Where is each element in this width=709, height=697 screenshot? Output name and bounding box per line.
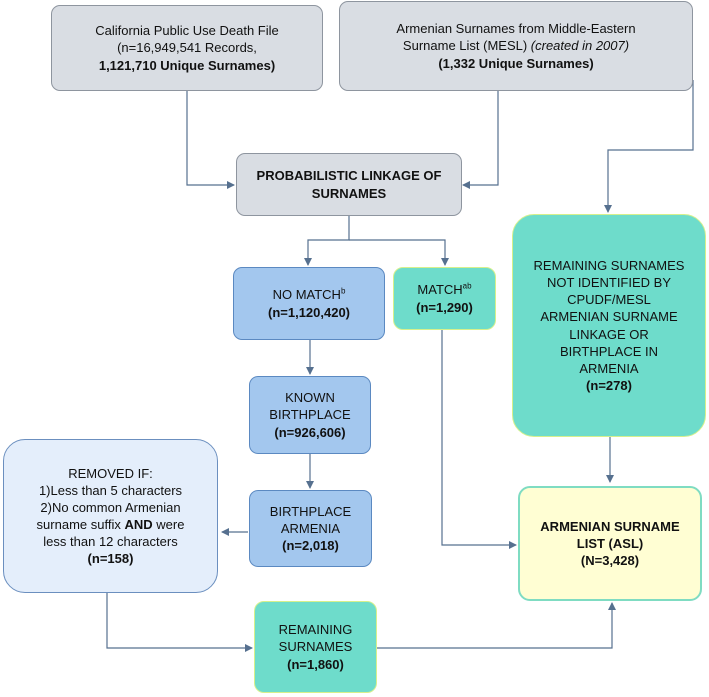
match-box: MATCHab (n=1,290) — [393, 267, 496, 330]
linkage-line2: SURNAMES — [311, 185, 387, 201]
arrow-linkage-to-match — [349, 239, 449, 266]
arrow-match-to-asl — [441, 330, 517, 549]
remaining-unidentified-line6: BIRTHPLACE IN — [559, 343, 658, 359]
remaining-surnames-line2: SURNAMES — [278, 639, 353, 655]
removed-count: (n=158) — [87, 551, 134, 567]
cpudf-line3: 1,121,710 Unique Surnames) — [98, 57, 276, 73]
removed-rule2-end: less than 12 characters — [43, 534, 178, 550]
match-label: MATCHab — [417, 281, 471, 298]
cpudf-line2: (n=16,949,541 Records, — [117, 40, 257, 56]
birthplace-armenia-count: (n=2,018) — [282, 538, 339, 554]
remaining-unidentified-line5: LINKAGE OR — [569, 326, 649, 342]
no-match-footnote: b — [340, 287, 346, 297]
removed-and-text: AND — [124, 517, 153, 532]
known-birthplace-box: KNOWN BIRTHPLACE (n=926,606) — [249, 376, 371, 454]
arrow-linkage-to-nomatch — [304, 216, 350, 266]
known-birthplace-line2: BIRTHPLACE — [269, 407, 351, 423]
mesl-created-note: (created in 2007) — [530, 38, 630, 54]
remaining-surnames-line1: REMAINING — [278, 622, 353, 638]
remaining-unidentified-line2: NOT IDENTIFIED BY — [547, 275, 671, 291]
removed-suffix-text: surname suffix — [36, 517, 125, 532]
remaining-surnames-box: REMAINING SURNAMES (n=1,860) — [254, 601, 377, 693]
mesl-line2-text: Surname List (MESL) — [402, 38, 531, 54]
no-match-box: NO MATCHb (n=1,120,420) — [233, 267, 385, 340]
asl-box: ARMENIAN SURNAME LIST (ASL) (N=3,428) — [518, 486, 702, 601]
known-birthplace-line1: KNOWN — [285, 390, 335, 406]
asl-line1: ARMENIAN SURNAME — [540, 518, 680, 534]
removed-rule2-cont: surname suffix AND were — [37, 516, 185, 533]
removed-rule1: 1)Less than 5 characters — [38, 482, 183, 498]
birthplace-armenia-line1: BIRTHPLACE — [269, 503, 352, 519]
asl-line2: LIST (ASL) — [576, 535, 644, 551]
remaining-unidentified-line7: ARMENIA — [579, 360, 639, 376]
removed-rule2: 2)No common Armenian — [40, 499, 181, 515]
remaining-unidentified-line4: ARMENIAN SURNAME — [540, 309, 678, 325]
arrow-removed-to-remaining — [106, 593, 253, 652]
removed-title: REMOVED IF: — [68, 465, 153, 481]
cpudf-box: California Public Use Death File (n=16,9… — [51, 5, 323, 91]
arrow-mesl-to-linkage — [462, 91, 499, 189]
remaining-unidentified-box: REMAINING SURNAMES NOT IDENTIFIED BY CPU… — [512, 214, 706, 437]
match-footnote: ab — [462, 282, 472, 292]
removed-were-text: were — [152, 517, 185, 532]
linkage-line1: PROBABILISTIC LINKAGE OF — [256, 168, 442, 184]
birthplace-armenia-box: BIRTHPLACE ARMENIA (n=2,018) — [249, 490, 372, 567]
arrow-cpudf-to-linkage — [186, 91, 235, 189]
mesl-line3: (1,332 Unique Surnames) — [438, 55, 594, 71]
removed-box: REMOVED IF: 1)Less than 5 characters 2)N… — [3, 439, 218, 593]
remaining-unidentified-line1: REMAINING SURNAMES — [533, 257, 685, 273]
mesl-line1: Armenian Surnames from Middle-Eastern — [396, 21, 636, 37]
remaining-unidentified-count: (n=278) — [586, 377, 632, 393]
no-match-text: NO MATCH — [272, 287, 341, 303]
asl-count: (N=3,428) — [580, 553, 640, 569]
remaining-unidentified-line3: CPUDF/MESL — [567, 292, 651, 308]
no-match-label: NO MATCHb — [273, 286, 346, 303]
linkage-box: PROBABILISTIC LINKAGE OF SURNAMES — [236, 153, 462, 216]
mesl-line2: Surname List (MESL) (created in 2007) — [403, 37, 629, 54]
no-match-count: (n=1,120,420) — [267, 304, 351, 320]
mesl-box: Armenian Surnames from Middle-Eastern Su… — [339, 1, 693, 91]
cpudf-line1: California Public Use Death File — [95, 23, 279, 39]
match-count: (n=1,290) — [416, 299, 473, 315]
birthplace-armenia-line2: ARMENIA — [280, 520, 341, 536]
arrow-remaining-to-asl — [377, 602, 616, 649]
remaining-surnames-count: (n=1,860) — [287, 656, 344, 672]
arrow-mesl-to-remaining-unidentified — [604, 80, 694, 213]
match-text: MATCH — [417, 282, 463, 298]
known-birthplace-count: (n=926,606) — [274, 424, 346, 440]
